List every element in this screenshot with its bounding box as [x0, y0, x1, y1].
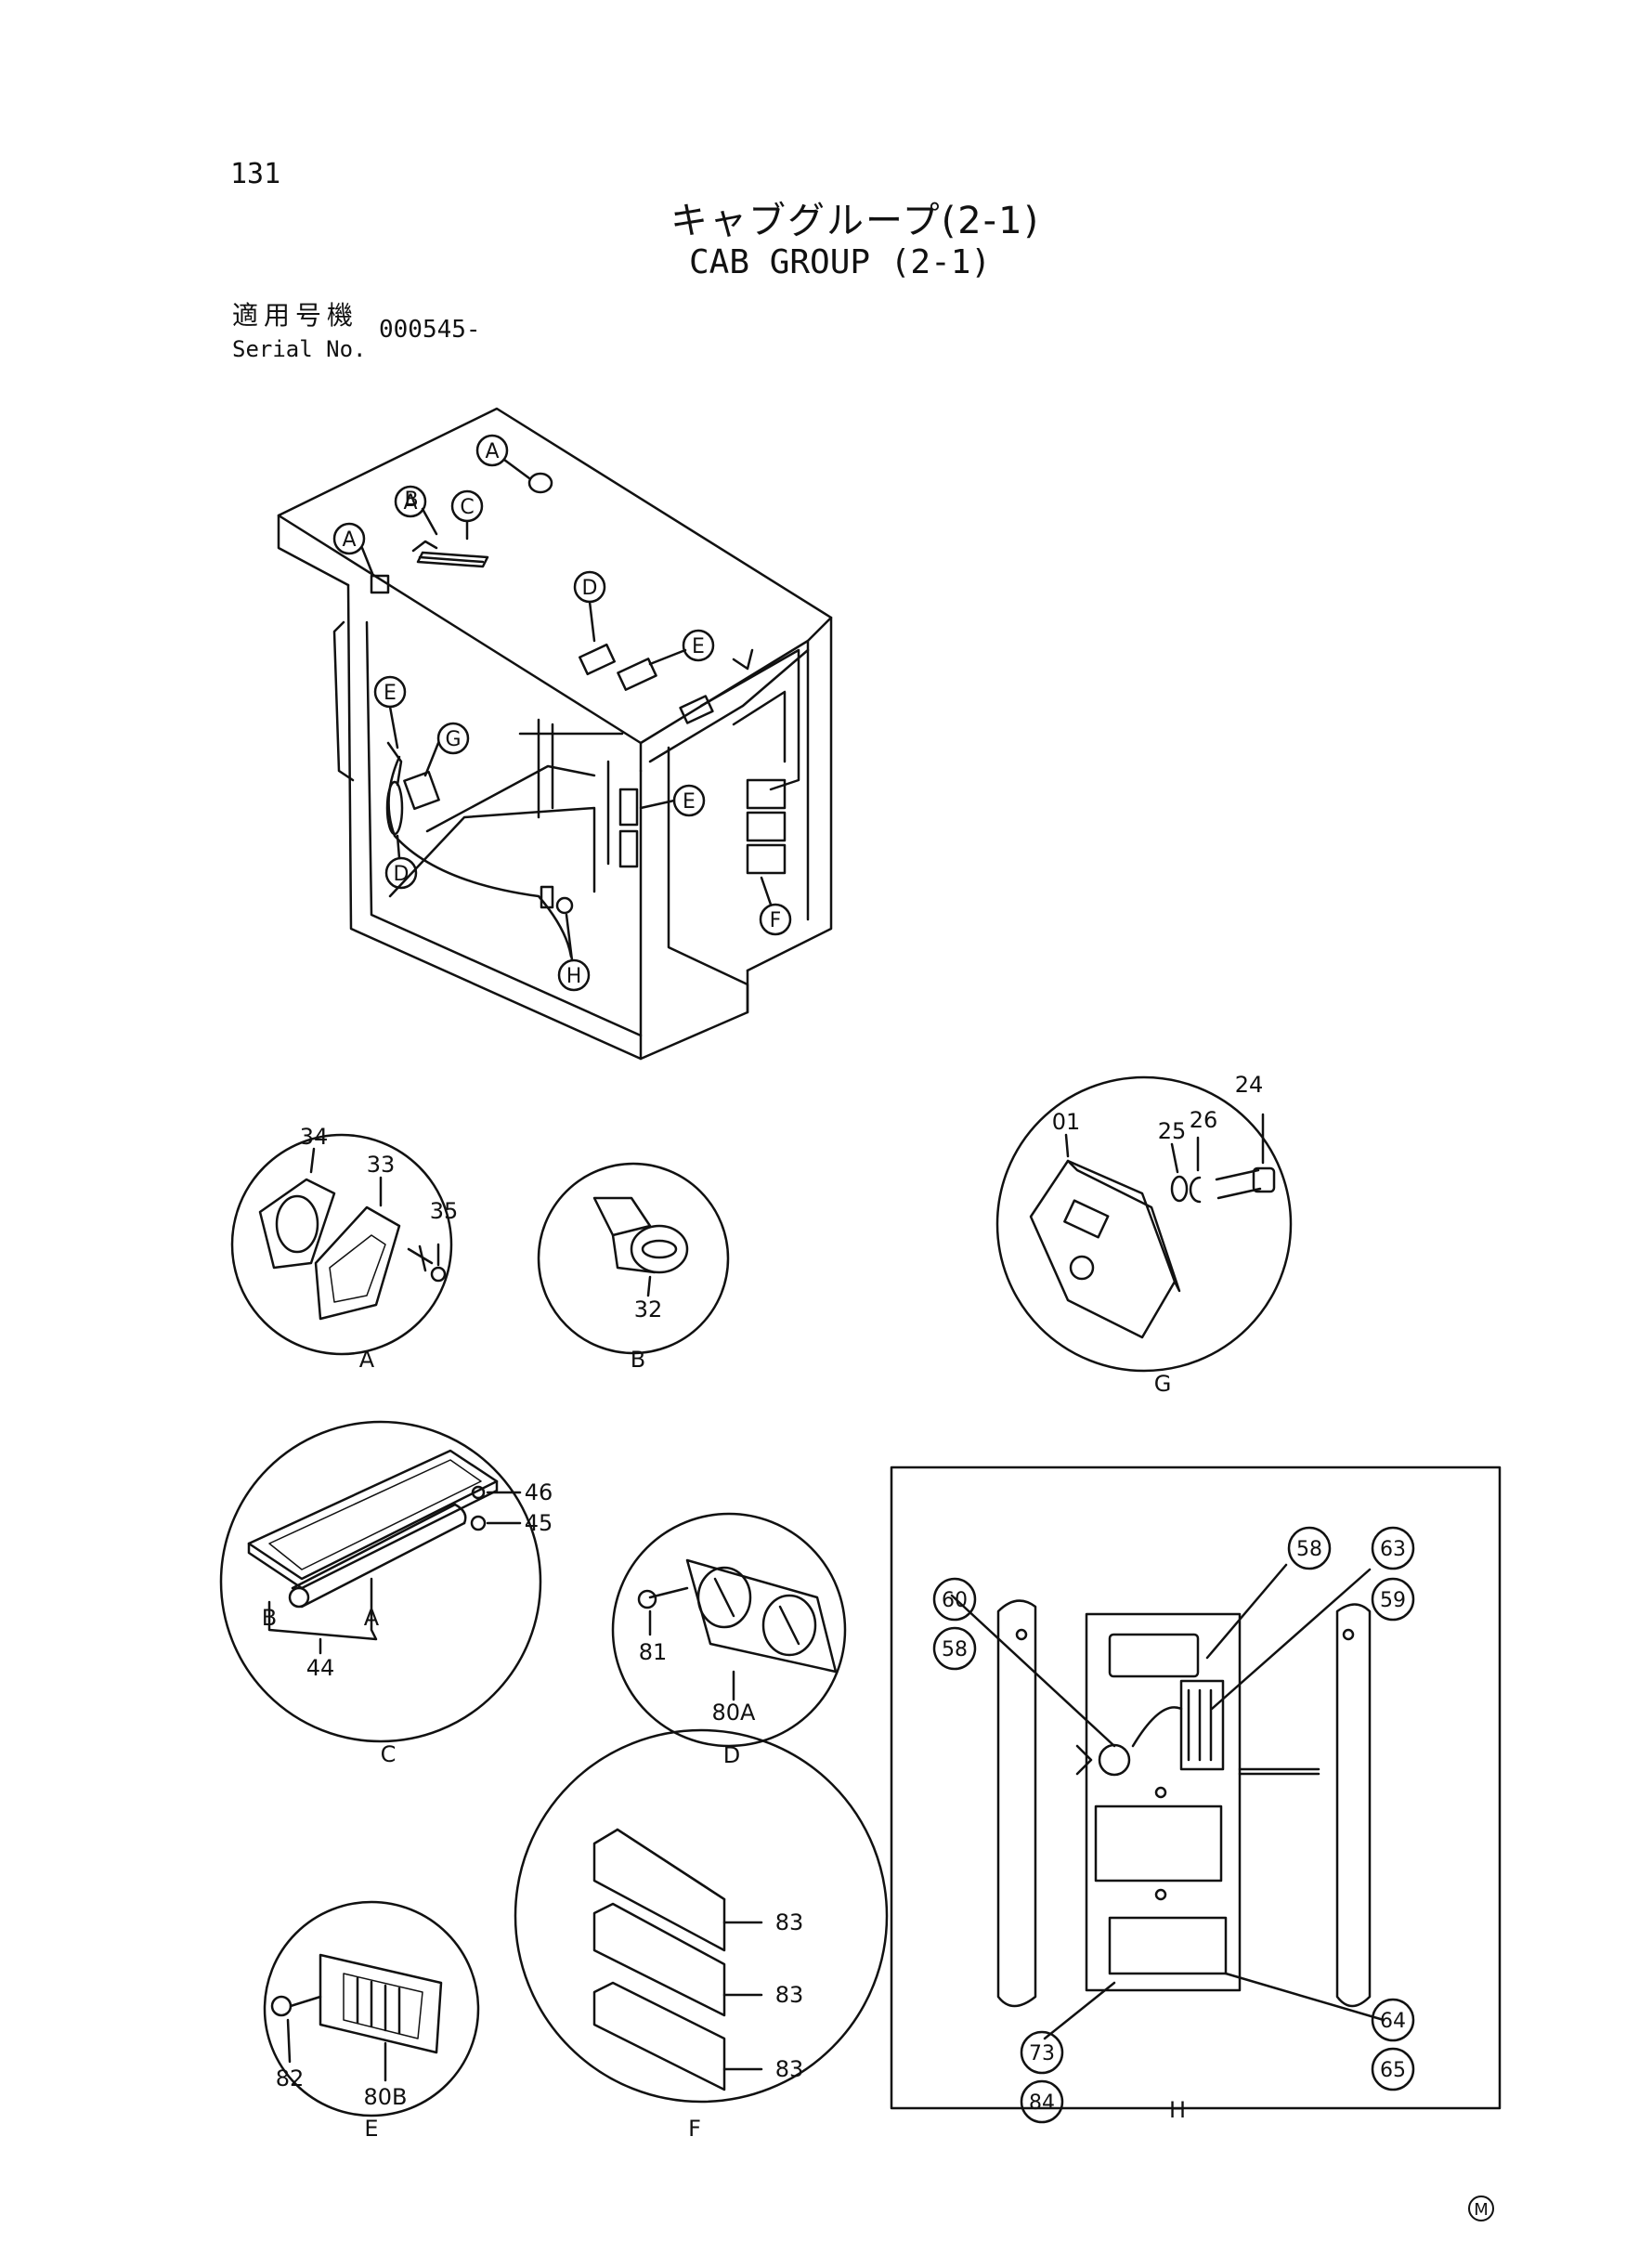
cab-callout-D-left: D	[394, 863, 410, 886]
serial-label-japanese: 適用号機	[232, 300, 359, 331]
detail-B	[537, 1162, 730, 1355]
part-80A: 80A	[712, 1700, 757, 1726]
cab-callout-A-roof: A	[485, 440, 499, 463]
detail-H-label: H	[1169, 2097, 1186, 2123]
serial-label-english: Serial No.	[232, 336, 367, 362]
detail-E	[263, 1900, 480, 2117]
part-46: 46	[525, 1479, 553, 1505]
part-64: 64	[1380, 2010, 1406, 2033]
cab-callout-G: G	[445, 728, 461, 751]
cab-assembly-drawing: A A C A D E E G D E F H B	[277, 407, 833, 1061]
part-45: 45	[525, 1510, 553, 1536]
detail-C	[219, 1420, 542, 1743]
part-35: 35	[430, 1198, 459, 1224]
cab-callout-E-roof: E	[692, 635, 705, 658]
title-english: CAB GROUP (2-1)	[689, 243, 992, 281]
detail-B-label: B	[631, 1347, 645, 1373]
detail-C-sublabel-B: B	[262, 1605, 277, 1631]
cab-callout-C: C	[460, 496, 474, 519]
title-japanese: キャブグループ(2-1)	[670, 200, 1041, 242]
part-58-lower: 58	[942, 1638, 968, 1661]
detail-H	[890, 1466, 1502, 2124]
page-number: 131	[230, 158, 281, 190]
part-63: 63	[1380, 1538, 1406, 1561]
part-58-upper: 58	[1296, 1538, 1322, 1561]
part-73: 73	[1029, 2042, 1055, 2065]
part-26: 26	[1190, 1107, 1218, 1133]
part-59: 59	[1380, 1589, 1406, 1612]
part-34: 34	[300, 1124, 329, 1150]
detail-E-label: E	[364, 2116, 378, 2142]
cab-callout-E-left: E	[384, 682, 397, 705]
cab-callout-F: F	[770, 909, 782, 932]
cab-callout-D-roof: D	[582, 577, 598, 600]
part-25: 25	[1158, 1118, 1187, 1144]
detail-G	[995, 1075, 1293, 1373]
part-84: 84	[1029, 2091, 1055, 2115]
detail-C-label: C	[381, 1741, 397, 1767]
detail-A-label: A	[359, 1347, 375, 1373]
detail-D-label: D	[723, 1742, 740, 1768]
part-83-bottom: 83	[775, 2056, 804, 2082]
detail-F-label: F	[688, 2116, 701, 2142]
cab-callout-A-front: A	[403, 491, 417, 515]
footer-mark: M	[1474, 2200, 1489, 2220]
part-80B: 80B	[363, 2084, 407, 2110]
part-24: 24	[1235, 1072, 1264, 1098]
part-83-top: 83	[775, 1909, 804, 1935]
detail-A	[230, 1133, 453, 1356]
detail-F	[514, 1728, 889, 2104]
cab-callout-B: B	[404, 489, 418, 512]
part-83-middle: 83	[775, 1982, 804, 2008]
part-32: 32	[634, 1296, 663, 1322]
part-65: 65	[1380, 2059, 1406, 2082]
part-81: 81	[639, 1639, 668, 1665]
part-82: 82	[276, 2065, 305, 2091]
detail-D	[611, 1512, 847, 1748]
cab-callout-E-right: E	[683, 790, 696, 814]
cab-callout-A-left: A	[342, 528, 356, 552]
detail-C-sublabel-A: A	[364, 1605, 380, 1631]
part-01: 01	[1052, 1109, 1081, 1135]
cab-callout-H: H	[566, 965, 582, 988]
serial-number-value: 000545-	[379, 316, 481, 344]
part-60: 60	[942, 1589, 968, 1612]
detail-G-label: G	[1154, 1371, 1172, 1397]
part-44: 44	[306, 1655, 335, 1681]
part-33: 33	[367, 1152, 396, 1178]
